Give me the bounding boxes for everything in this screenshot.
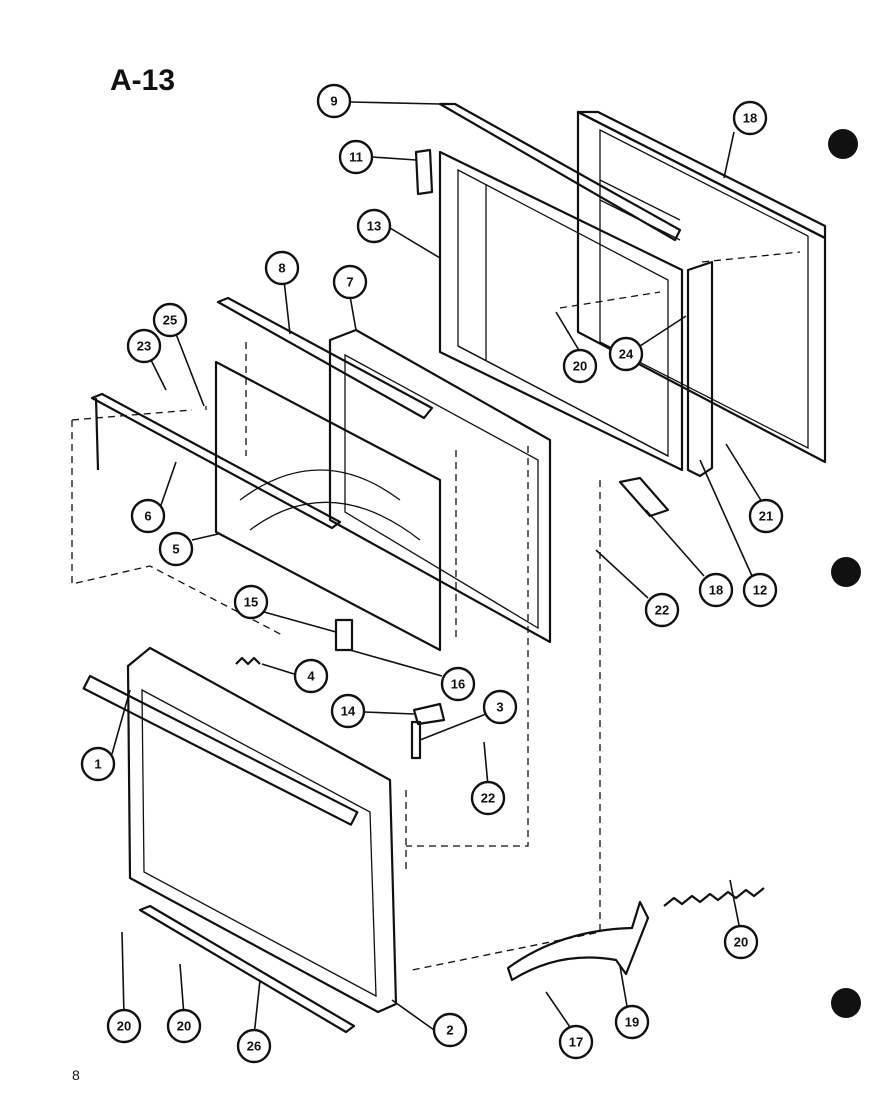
svg-text:11: 11 <box>349 150 363 165</box>
callout-7: 7 <box>332 264 368 300</box>
page-number: 8 <box>72 1067 80 1083</box>
diagram-title: A-13 <box>110 64 175 97</box>
callout-1: 1 <box>80 746 116 782</box>
part-inner-door-liner <box>438 150 684 472</box>
callout-18-bottom: 18 <box>698 572 734 608</box>
svg-text:3: 3 <box>496 700 503 715</box>
svg-text:20: 20 <box>573 359 587 374</box>
callout-20-mid: 20 <box>166 1008 202 1044</box>
callout-20-spring: 20 <box>723 924 759 960</box>
part-door-top-trim <box>90 392 342 530</box>
svg-text:20: 20 <box>734 935 748 950</box>
svg-text:22: 22 <box>655 603 669 618</box>
callout-12: 12 <box>742 572 778 608</box>
callout-18-top: 18 <box>732 100 768 136</box>
part-lower-bracket <box>618 476 670 518</box>
binder-hole-middle <box>831 557 861 587</box>
svg-text:18: 18 <box>709 583 723 598</box>
part-inner-glass-frame <box>328 328 552 644</box>
svg-text:19: 19 <box>625 1015 639 1030</box>
svg-text:22: 22 <box>481 791 495 806</box>
svg-text:21: 21 <box>759 509 773 524</box>
callout-21: 21 <box>748 498 784 534</box>
svg-text:20: 20 <box>117 1019 131 1034</box>
callout-22-upper: 22 <box>644 592 680 628</box>
svg-text:20: 20 <box>177 1019 191 1034</box>
callout-23: 23 <box>126 328 162 364</box>
svg-text:6: 6 <box>144 509 151 524</box>
callout-20-liner: 20 <box>562 348 598 384</box>
part-small-spring <box>235 656 261 666</box>
svg-text:26: 26 <box>247 1039 261 1054</box>
callout-24: 24 <box>608 336 644 372</box>
svg-text:8: 8 <box>278 261 285 276</box>
part-top-trim-strip <box>438 102 682 242</box>
callout-14: 14 <box>330 693 366 729</box>
svg-text:24: 24 <box>619 347 634 362</box>
part-door-spring <box>663 887 765 907</box>
svg-text:18: 18 <box>743 111 757 126</box>
callout-19: 19 <box>614 1004 650 1040</box>
part-door-handle <box>82 674 359 826</box>
part-small-bracket <box>414 148 434 196</box>
part-hinge-arm <box>506 900 650 982</box>
svg-text:15: 15 <box>244 595 258 610</box>
svg-text:1: 1 <box>94 757 101 772</box>
callout-17: 17 <box>558 1024 594 1060</box>
part-door-top-trim-end <box>94 397 100 471</box>
callout-16: 16 <box>440 666 476 702</box>
svg-text:23: 23 <box>137 339 151 354</box>
part-small-clip <box>410 720 422 760</box>
svg-text:9: 9 <box>330 94 337 109</box>
binder-hole-bottom <box>831 988 861 1018</box>
callout-6: 6 <box>130 498 166 534</box>
callout-26: 26 <box>236 1028 272 1064</box>
svg-text:13: 13 <box>367 219 381 234</box>
callout-4: 4 <box>293 658 329 694</box>
part-side-channel <box>686 260 714 478</box>
part-hinge-block <box>334 618 354 652</box>
assembly-guide-lines <box>71 251 801 971</box>
svg-text:16: 16 <box>451 677 465 692</box>
svg-text:2: 2 <box>446 1023 453 1038</box>
callout-15: 15 <box>233 584 269 620</box>
part-bottom-trim <box>138 904 356 1034</box>
part-diagonal-trim <box>216 296 434 420</box>
callout-5: 5 <box>158 531 194 567</box>
svg-text:14: 14 <box>341 704 356 719</box>
part-latch <box>412 702 446 726</box>
callout-11: 11 <box>338 139 374 175</box>
callout-25: 25 <box>152 302 188 338</box>
callout-8: 8 <box>264 250 300 286</box>
svg-text:17: 17 <box>569 1035 583 1050</box>
part-main-door <box>82 646 398 1014</box>
callout-9: 9 <box>316 83 352 119</box>
callout-2: 2 <box>432 1012 468 1048</box>
callout-leader-lines <box>111 101 763 1037</box>
binder-hole-top <box>828 129 858 159</box>
callout-13: 13 <box>356 208 392 244</box>
callout-3: 3 <box>482 689 518 725</box>
svg-text:25: 25 <box>163 313 177 328</box>
svg-text:4: 4 <box>307 669 315 684</box>
callout-22-lower: 22 <box>470 780 506 816</box>
svg-text:5: 5 <box>172 542 179 557</box>
part-outer-back-panel <box>576 110 827 464</box>
svg-text:12: 12 <box>753 583 767 598</box>
callout-20-left: 20 <box>106 1008 142 1044</box>
svg-text:7: 7 <box>346 275 353 290</box>
